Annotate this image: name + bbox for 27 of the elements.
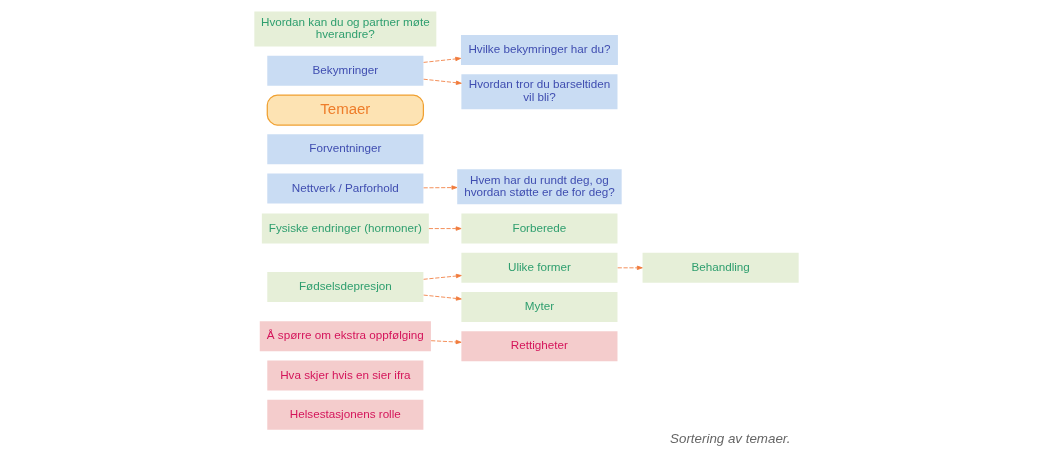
- node-box: Fysiske endringer (hormoner): [261, 213, 429, 244]
- arrow: [423, 78, 462, 85]
- node-box: Hvem har du rundt deg, og hvordan støtte er de for deg?: [457, 169, 622, 205]
- node-box: Nettverk / Parforhold: [267, 173, 424, 204]
- node-box: Hva skjer hvis en sier ifra: [267, 360, 424, 391]
- arrow: [617, 265, 643, 270]
- arrow: [423, 273, 462, 280]
- caption: Sortering av temaer.: [670, 430, 791, 446]
- arrow: [423, 56, 462, 63]
- arrow: [423, 294, 462, 301]
- node-box: Forberede: [461, 213, 618, 244]
- arrow: [428, 226, 462, 231]
- arrow: [423, 185, 458, 190]
- arrow: [430, 339, 462, 345]
- node-box: Temaer: [266, 94, 425, 126]
- node-box: Bekymringer: [267, 55, 424, 86]
- node-box: Hvordan tror du barseltiden vil bli?: [461, 74, 618, 110]
- node-box: Forventninger: [267, 134, 424, 165]
- node-box: Rettigheter: [461, 331, 618, 362]
- node-box: Fødselsdepresjon: [267, 272, 424, 303]
- node-box: Hvilke bekymringer har du?: [460, 34, 618, 65]
- node-box: Myter: [461, 292, 618, 323]
- node-box: Å spørre om ekstra oppfølging: [259, 321, 431, 352]
- node-box: Ulike former: [461, 252, 618, 283]
- node-box: Helsestasjonens rolle: [267, 399, 424, 430]
- node-box: Hvordan kan du og partner møte hverandre?: [254, 11, 437, 47]
- node-box: Behandling: [642, 252, 799, 283]
